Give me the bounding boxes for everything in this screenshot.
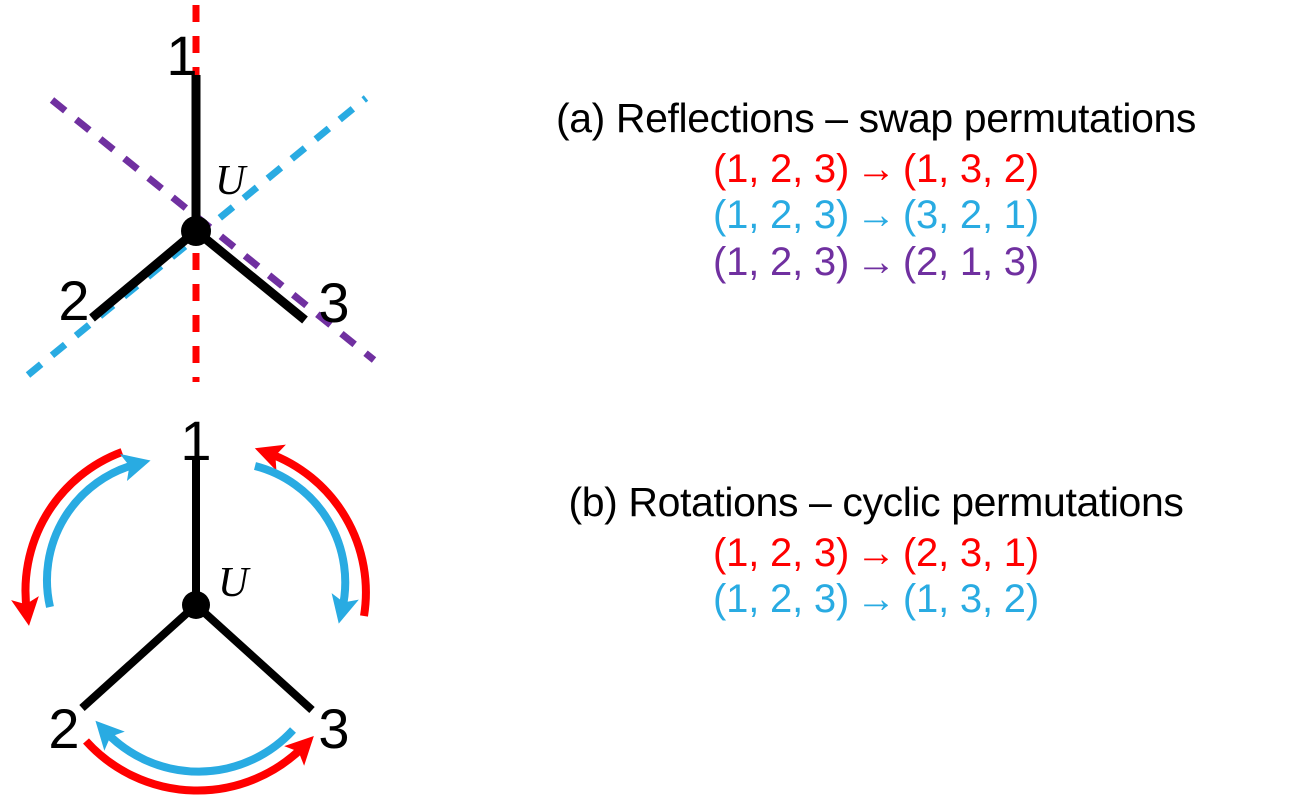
- rotation-arc-bottom-red: [83, 736, 314, 795]
- panel-a-permutation-list: (1, 2, 3)→(1, 3, 2) (1, 2, 3)→(3, 2, 1) …: [440, 146, 1312, 285]
- arrow-icon: →: [856, 146, 896, 191]
- panel-a-text-block: (a) Reflections – swap permutations (1, …: [440, 95, 1312, 285]
- vertex-dot: [181, 216, 211, 246]
- leg-label-1: 1: [180, 409, 211, 472]
- arrow-icon: →: [856, 239, 896, 284]
- permutation-source: (1, 2, 3): [713, 193, 850, 238]
- permutation-line: (1, 2, 3)→(1, 3, 2): [440, 146, 1312, 192]
- permutation-line: (1, 2, 3)→(2, 1, 3): [440, 239, 1312, 285]
- leg-label-1: 1: [166, 24, 197, 87]
- panel-b-heading: (b) Rotations – cyclic permutations: [568, 479, 1184, 525]
- permutation-target: (1, 3, 2): [902, 146, 1039, 191]
- rotation-arc-right-red: [254, 444, 370, 617]
- arrow-icon: →: [856, 530, 896, 575]
- permutation-line: (1, 2, 3)→(3, 2, 1): [440, 192, 1312, 238]
- panel-a-heading: (a) Reflections – swap permutations: [555, 95, 1197, 141]
- arrow-icon: →: [856, 577, 896, 622]
- panel-b-text-block: (b) Rotations – cyclic permutations (1, …: [440, 479, 1312, 623]
- permutation-line: (1, 2, 3)→(1, 3, 2): [440, 576, 1312, 622]
- leg-label-2: 2: [58, 269, 89, 332]
- leg-label-3: 3: [318, 697, 349, 760]
- mirror-line-diagonal-purple: [49, 97, 377, 363]
- permutation-source: (1, 2, 3): [713, 577, 850, 622]
- vertex-dot: [182, 591, 210, 619]
- panel-b-permutation-list: (1, 2, 3)→(2, 3, 1) (1, 2, 3)→(1, 3, 2): [440, 530, 1312, 623]
- diagram-reflections: 1 2 3 U: [25, 5, 377, 382]
- permutation-target: (1, 3, 2): [902, 577, 1039, 622]
- rotation-arc-bottom-cyan: [95, 720, 296, 776]
- permutation-source: (1, 2, 3): [713, 239, 850, 284]
- permutation-source: (1, 2, 3): [713, 530, 850, 575]
- leg-3: [193, 227, 308, 324]
- rotation-arc-left-cyan: [42, 453, 151, 608]
- leg-label-2: 2: [48, 697, 79, 760]
- vertex-label-u: U: [218, 560, 251, 606]
- permutation-target: (2, 1, 3): [902, 239, 1039, 284]
- leg-2: [79, 602, 199, 711]
- arrow-icon: →: [856, 193, 896, 238]
- leg-label-3: 3: [318, 271, 349, 334]
- permutation-target: (3, 2, 1): [902, 193, 1039, 238]
- leg-2: [89, 227, 199, 322]
- permutation-line: (1, 2, 3)→(2, 3, 1): [440, 530, 1312, 576]
- diagram-rotations: 1 2 3 U: [11, 409, 370, 795]
- vertex-label-u: U: [215, 158, 248, 204]
- rotation-arc-left-red: [11, 448, 124, 626]
- leg-3: [193, 602, 315, 713]
- permutation-source: (1, 2, 3): [713, 146, 850, 191]
- permutation-target: (2, 3, 1): [902, 530, 1039, 575]
- rotation-arc-right-cyan: [254, 462, 359, 624]
